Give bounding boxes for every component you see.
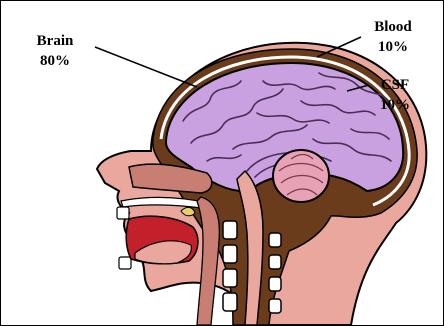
brain-label: Brain 80% [19,31,91,71]
csf-name: CSF [367,75,423,95]
brain-percent: 80% [19,51,91,71]
brain-leader-line [95,47,197,87]
csf-label: CSF 10% [367,75,423,115]
brain-name: Brain [19,31,91,51]
csf-percent: 10% [367,95,423,115]
blood-label: Blood 10% [361,17,425,57]
blood-percent: 10% [361,37,425,57]
blood-name: Blood [361,17,425,37]
